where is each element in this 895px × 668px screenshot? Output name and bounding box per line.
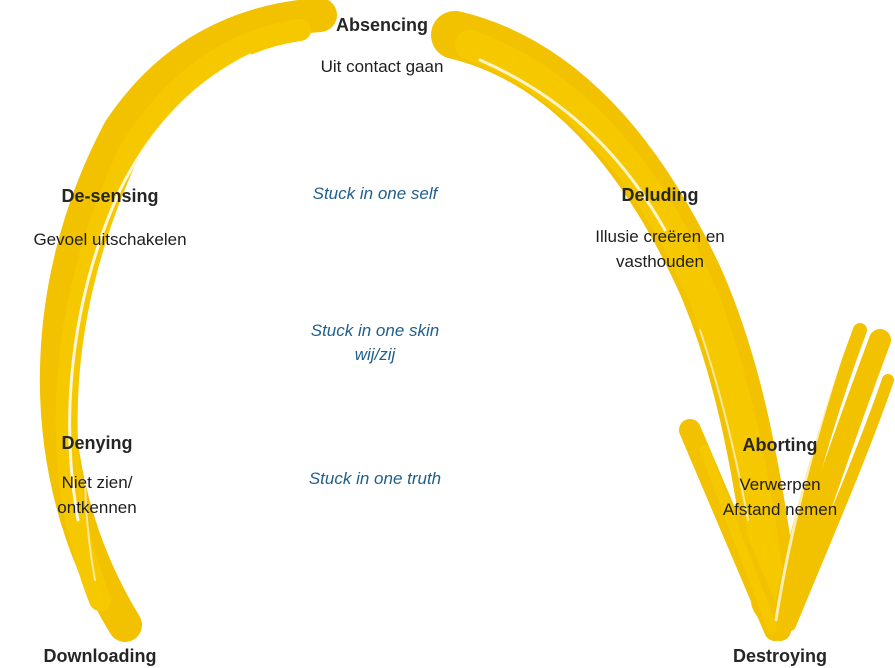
stage-desensing: De-sensing Gevoel uitschakelen xyxy=(20,185,200,252)
arc-right-highlight xyxy=(478,58,667,232)
stage-deluding: Deluding Illusie creëren en vasthouden xyxy=(565,184,755,274)
stuck-in-one-truth: Stuck in one truth xyxy=(270,467,480,491)
stage-deluding-desc-line2: vasthouden xyxy=(616,252,704,271)
stage-destroying: Destroying xyxy=(700,645,860,667)
arrowhead xyxy=(679,323,894,641)
stage-absencing-desc: Uit contact gaan xyxy=(320,57,444,76)
stage-aborting-desc-line2: Afstand nemen xyxy=(722,500,838,519)
stage-denying-title: Denying xyxy=(61,433,133,453)
stage-deluding-desc-line1: Illusie creëren en xyxy=(595,227,725,246)
stage-aborting: Aborting Verwerpen Afstand nemen xyxy=(695,434,865,522)
stuck-in-one-self: Stuck in one self xyxy=(270,182,480,206)
arc-right-stroke-inner xyxy=(455,30,785,605)
stage-desensing-desc: Gevoel uitschakelen xyxy=(33,230,187,249)
stage-destroying-title: Destroying xyxy=(732,646,828,666)
stage-denying-desc-line2: ontkennen xyxy=(57,498,137,517)
stage-absencing: Absencing Uit contact gaan xyxy=(300,14,464,79)
arc-left-stroke-inner xyxy=(55,19,311,611)
stage-aborting-desc-line1: Verwerpen xyxy=(739,475,821,494)
arc-right-highlight-2 xyxy=(699,329,749,521)
stuck-self-text: Stuck in one self xyxy=(312,184,438,203)
arc-left-highlight-2 xyxy=(83,199,141,581)
stuck-truth-text: Stuck in one truth xyxy=(308,469,442,488)
stage-denying-desc-line1: Niet zien/ xyxy=(61,473,133,492)
stuck-in-one-skin: Stuck in one skin wij/zij xyxy=(270,319,480,367)
stage-deluding-title: Deluding xyxy=(621,185,699,205)
stuck-skin-line2: wij/zij xyxy=(354,345,396,364)
stage-desensing-title: De-sensing xyxy=(61,186,159,206)
stage-downloading-title: Downloading xyxy=(43,646,157,666)
stage-downloading: Downloading xyxy=(20,645,180,667)
stage-aborting-title: Aborting xyxy=(742,435,818,455)
stage-absencing-title: Absencing xyxy=(335,15,428,35)
stage-denying: Denying Niet zien/ ontkennen xyxy=(22,432,172,520)
arc-left-highlight xyxy=(68,53,252,522)
stuck-skin-line1: Stuck in one skin xyxy=(310,321,440,340)
